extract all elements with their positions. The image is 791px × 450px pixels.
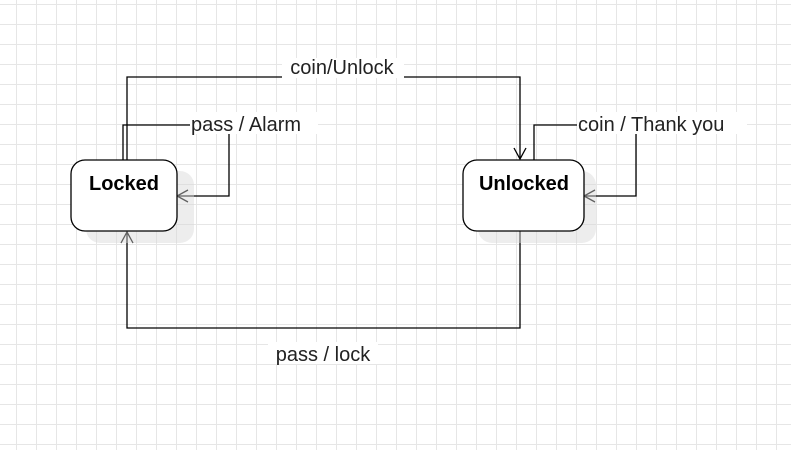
transition-pass-lock-label-bg [268, 342, 378, 364]
transition-coin-thank-you-label-bg [577, 112, 747, 134]
transition-pass-lock-label: pass / lock [276, 344, 371, 366]
transition-pass-alarm[interactable]: pass / Alarm [122, 112, 318, 203]
state-unlocked[interactable]: Unlocked [462, 159, 596, 243]
state-locked-label: Locked [89, 173, 159, 195]
state-locked[interactable]: Locked [70, 159, 194, 243]
transition-pass-lock[interactable]: pass / lock [120, 230, 521, 366]
transition-coin-thank-you-label: coin / Thank you [578, 114, 724, 136]
transition-coin-unlock-line[interactable] [126, 76, 527, 161]
transition-coin-unlock-label-bg [282, 58, 404, 78]
transition-coin-unlock-label: coin/Unlock [290, 57, 394, 79]
state-unlocked-label: Unlocked [479, 173, 569, 195]
transition-pass-alarm-label: pass / Alarm [191, 114, 301, 136]
state-locked-box[interactable] [70, 159, 178, 232]
transition-coin-thank-you[interactable]: coin / Thank you [533, 112, 747, 203]
transition-coin-unlock[interactable]: coin/Unlock [126, 57, 527, 161]
state-unlocked-box[interactable] [462, 159, 585, 232]
transition-pass-alarm-label-bg [190, 112, 318, 134]
transition-pass-lock-line[interactable] [120, 230, 521, 329]
